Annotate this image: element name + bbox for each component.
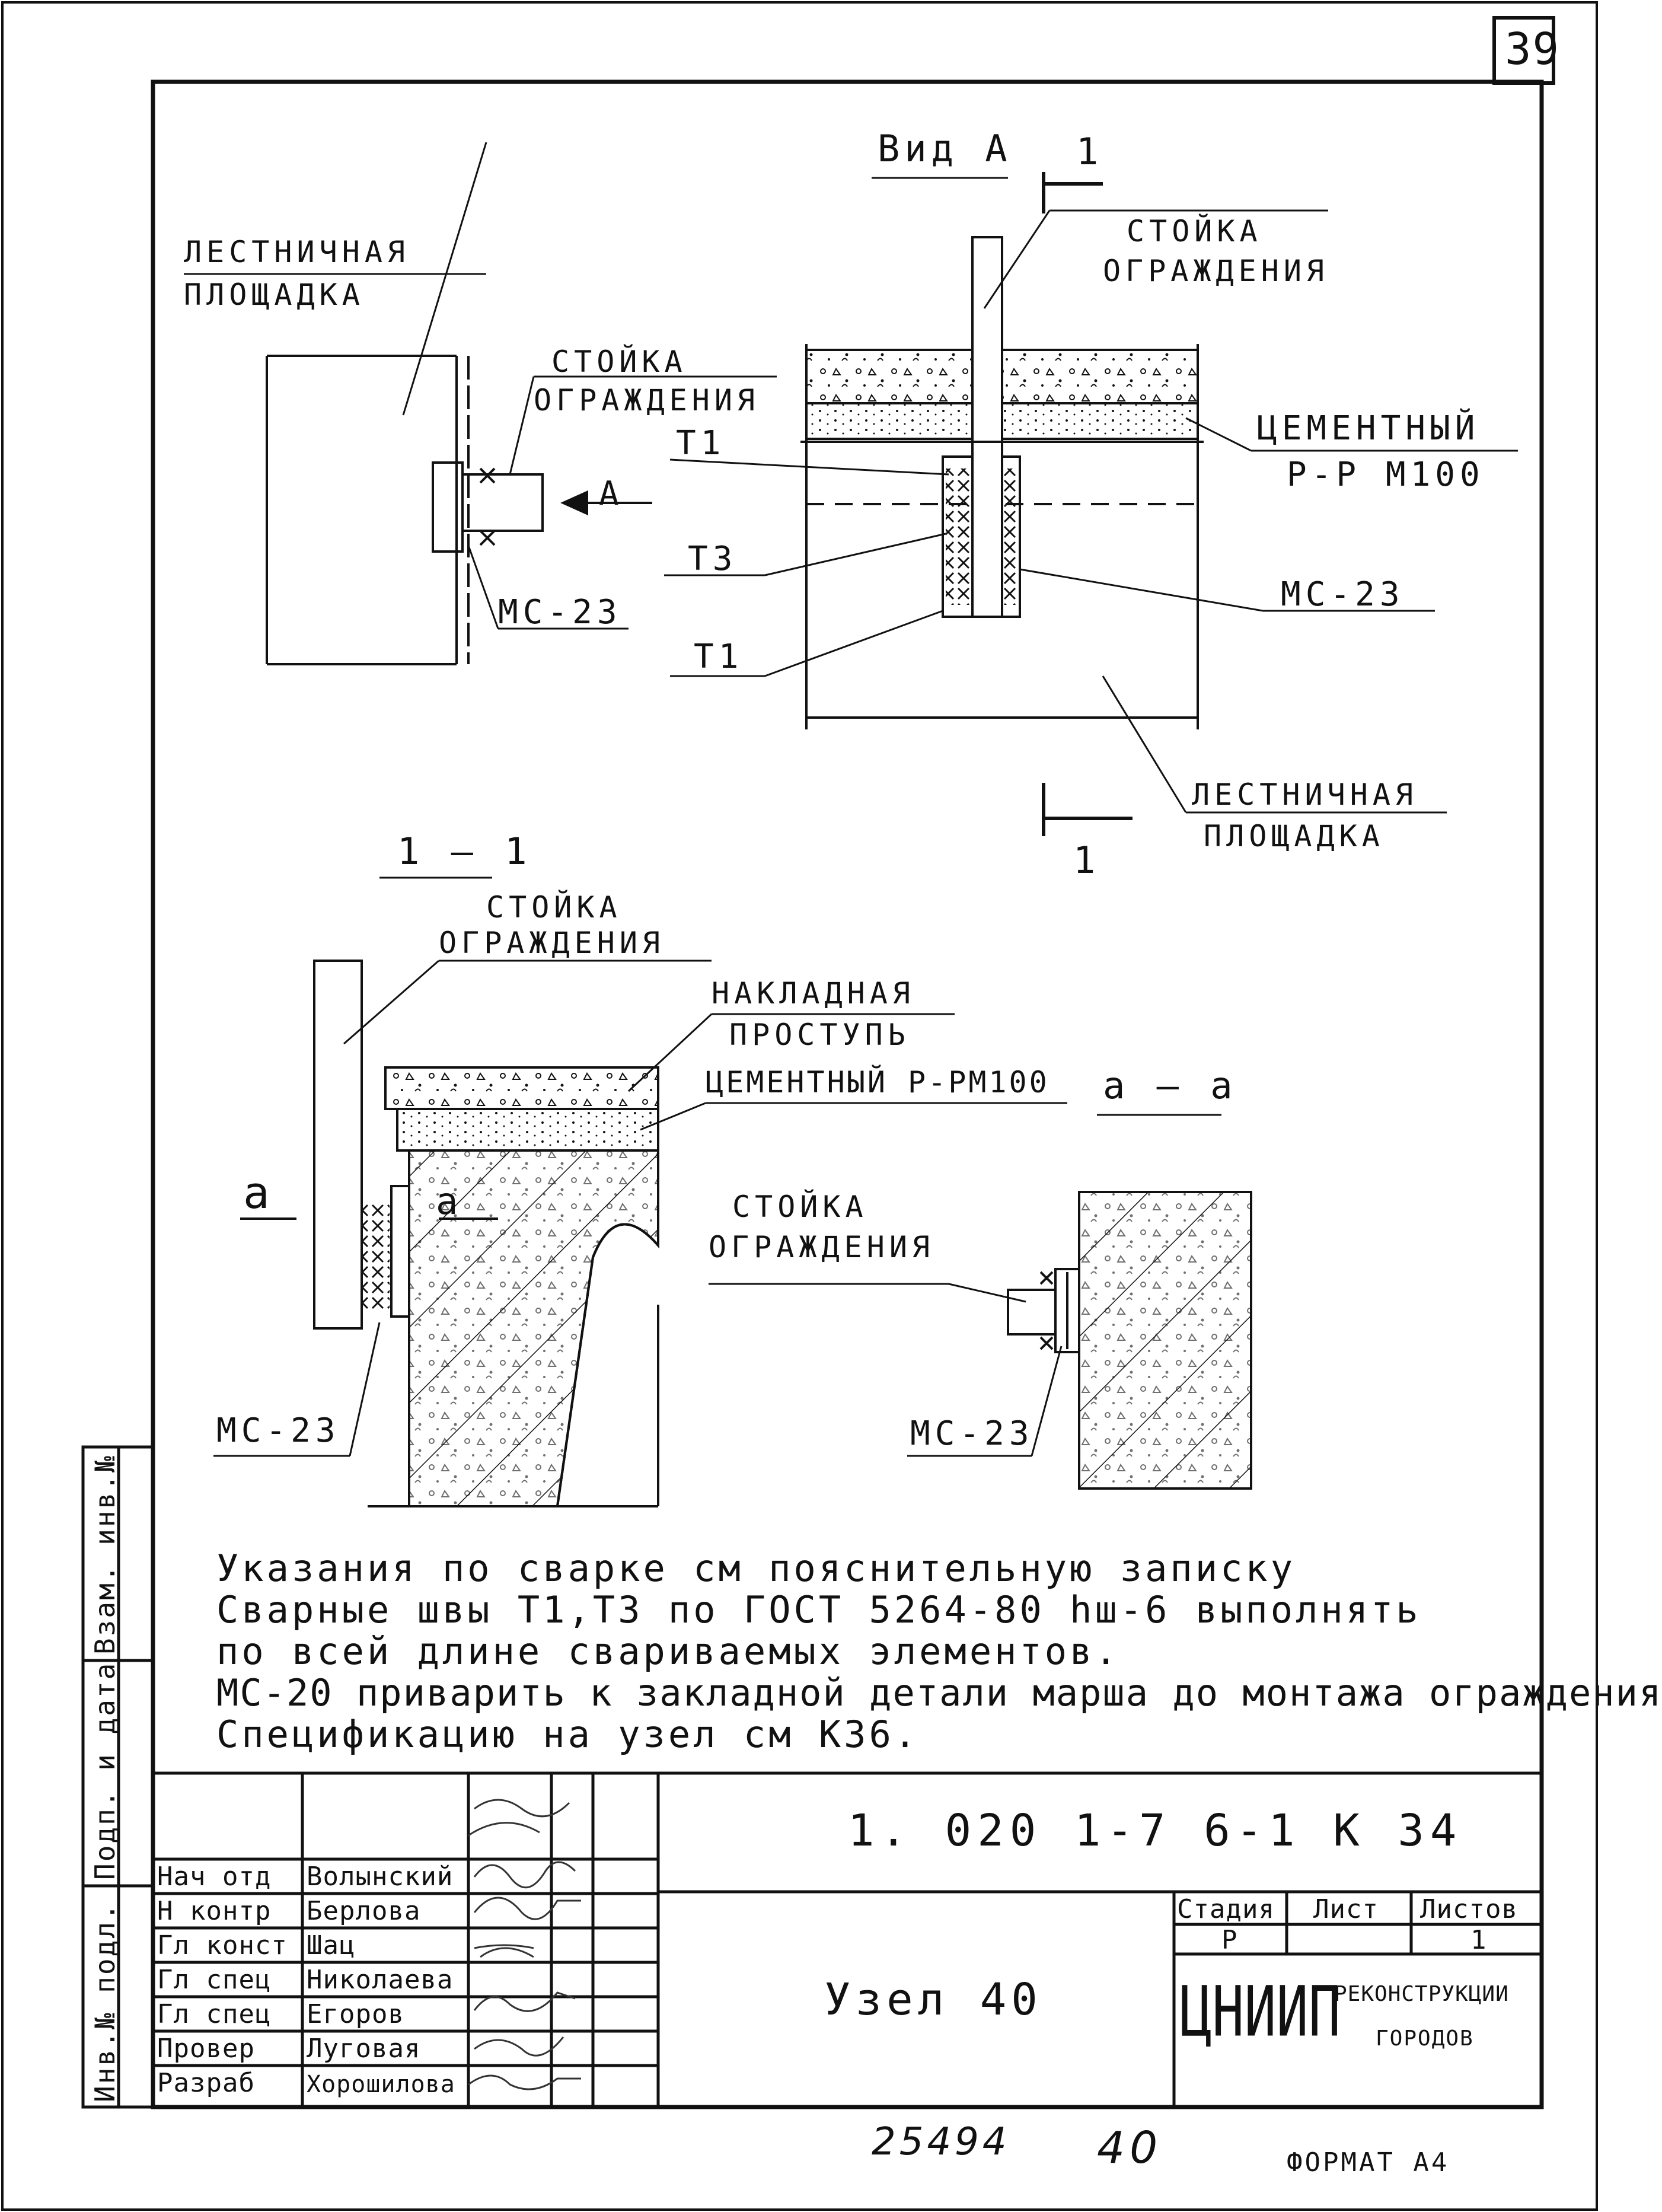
title-block-frame: [153, 1771, 1542, 2107]
signer-name: Луговая: [307, 2033, 421, 2064]
section-1-1-mark-a-left: а: [243, 1168, 275, 1219]
stage-header: Стадия: [1177, 1894, 1275, 1924]
left-view-graphic: [184, 142, 777, 665]
view-a-cut-mark-bottom: 1: [1073, 839, 1100, 882]
org-logo: ЦНИИП: [1180, 1971, 1341, 2053]
left-landing-label-line1: ЛЕСТНИЧНАЯ: [184, 235, 410, 269]
note-line: по всей длине свариваемых элементов.: [216, 1630, 1120, 1674]
view-a-mortar-label-line1: ЦЕМЕНТНЫЙ: [1257, 409, 1480, 448]
signer-name: Николаева: [307, 1965, 454, 1995]
view-a-weld-t1-top: Т1: [676, 424, 726, 463]
view-a-post-label-line1: СТОЙКА: [1127, 214, 1262, 248]
view-a-landing-label-line1: ЛЕСТНИЧНАЯ: [1192, 777, 1418, 812]
sheet-number: 39: [1505, 24, 1561, 75]
view-a-mortar-label-line2: Р-Р М100: [1287, 455, 1485, 494]
signer-name: Егоров: [307, 1999, 404, 2029]
view-a-part-label: МС-23: [1281, 575, 1405, 614]
view-a-post-label-line2: ОГРАЖДЕНИЯ: [1103, 254, 1329, 288]
sheet-header: Лист: [1313, 1894, 1379, 1924]
signer-name: Берлова: [307, 1896, 421, 1926]
signer-role: Гл конст: [157, 1930, 288, 1961]
note-line: Указания по сварке см пояснительную запи…: [216, 1547, 1296, 1590]
drawing-title: Узел 40: [824, 1974, 1042, 2025]
strip-label-sign-date: Подп. и дата: [89, 1661, 121, 1880]
signatures: [468, 1799, 581, 2090]
signer-name: Хорошилова: [307, 2071, 455, 2098]
signer-role: Провер: [157, 2033, 255, 2064]
section-a-a-post-label-line1: СТОЙКА: [732, 1190, 868, 1224]
paper-format: ФОРМАТ А4: [1287, 2147, 1450, 2178]
section-a-a-graphic: [709, 1191, 1252, 1490]
org-text-line1: РЕКОНСТРУКЦИИ: [1334, 1982, 1509, 2006]
section-1-1-post-label-line1: СТОЙКА: [486, 890, 622, 925]
view-a-weld-t3: Т3: [688, 540, 738, 578]
signer-role: Гл спец: [157, 1965, 272, 1995]
left-strip-frame: [81, 1445, 155, 2109]
inventory-number: 25494: [872, 2120, 1010, 2164]
notes-block: Указания по сварке см пояснительную запи…: [216, 1547, 1662, 1757]
strip-label-inv-number: Инв.№ подл.: [89, 1902, 121, 2102]
section-a-a-title: а — а: [1103, 1064, 1237, 1107]
section-1-1-tread-label-line2: ПРОСТУПЬ: [729, 1018, 910, 1052]
left-view-arrow-label: А: [599, 474, 624, 513]
signer-role: Нач отд: [157, 1862, 272, 1892]
section-1-1-mark-a-right: а: [436, 1180, 463, 1223]
left-post-label-line2: ОГРАЖДЕНИЯ: [534, 383, 760, 417]
section-a-a-part-label: МС-23: [910, 1414, 1034, 1453]
view-a-cut-mark-top: 1: [1076, 130, 1103, 173]
section-1-1-mortar-label: ЦЕМЕНТНЫЙ Р-РМ100: [706, 1065, 1049, 1099]
drawing-graphics: [1, 1, 1598, 2211]
section-1-1-part-label: МС-23: [216, 1411, 340, 1450]
signer-name: Шац: [307, 1930, 356, 1961]
left-landing-label-line2: ПЛОЩАДКА: [184, 278, 365, 312]
signer-role: Н контр: [157, 1896, 272, 1926]
signer-role: Гл спец: [157, 1999, 272, 2029]
left-post-label-line1: СТОЙКА: [551, 345, 687, 379]
doc-code: 1. 020 1-7 6-1 К 34: [848, 1805, 1463, 1856]
stage-value: Р: [1221, 1925, 1238, 1955]
view-a-weld-t1-bottom: Т1: [694, 638, 744, 676]
view-a-graphic: [664, 172, 1518, 836]
signer-name: Волынский: [307, 1862, 454, 1892]
org-text-line2: ГОРОДОВ: [1376, 2026, 1474, 2051]
section-1-1-tread-label-line1: НАКЛАДНАЯ: [712, 976, 915, 1011]
left-part-label: МС-23: [498, 593, 622, 632]
section-1-1-title: 1 — 1: [397, 830, 532, 873]
signer-role: Разраб: [157, 2068, 255, 2098]
section-a-a-post-label-line2: ОГРАЖДЕНИЯ: [709, 1230, 935, 1264]
sheets-value: 1: [1470, 1925, 1487, 1955]
sheet-frame: [1, 1, 1598, 2211]
note-line: Сварные швы Т1,Т3 по ГОСТ 5264-80 hш-6 в…: [216, 1588, 1421, 1632]
section-1-1-graphic: [213, 876, 1221, 1507]
note-line: МС-20 приварить к закладной детали марша…: [216, 1671, 1662, 1715]
page-number-handwritten: 40: [1097, 2122, 1163, 2173]
view-a-title: Вид А: [878, 127, 1012, 170]
note-line: Спецификацию на узел см К36.: [216, 1713, 920, 1757]
strip-label-replacement: Взам. инв.№: [89, 1454, 121, 1655]
view-a-landing-label-line2: ПЛОЩАДКА: [1204, 819, 1385, 853]
section-1-1-post-label-line2: ОГРАЖДЕНИЯ: [439, 926, 665, 960]
sheets-header: Листов: [1420, 1894, 1518, 1924]
